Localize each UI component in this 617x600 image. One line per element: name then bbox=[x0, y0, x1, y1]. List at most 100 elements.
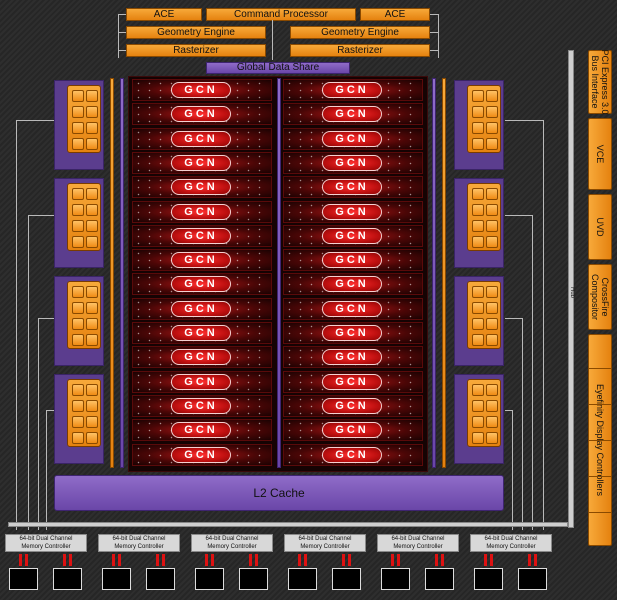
connector-line bbox=[272, 20, 273, 60]
gcn-compute-unit: GCN bbox=[283, 249, 423, 273]
memory-arrow bbox=[205, 554, 208, 566]
gcn-label: GCN bbox=[171, 203, 231, 220]
rop-unit bbox=[67, 85, 101, 153]
gcn-compute-unit: GCN bbox=[132, 346, 272, 370]
vce-block: VCE bbox=[588, 118, 612, 190]
rop-cell bbox=[486, 204, 498, 216]
gcn-compute-unit: GCN bbox=[283, 200, 423, 224]
memory-controller: 64-bit Dual Channel Memory Controller bbox=[191, 534, 273, 552]
memory-chip bbox=[195, 568, 224, 590]
gcn-label: GCN bbox=[322, 397, 382, 414]
connector-line bbox=[46, 410, 54, 411]
rop-cell bbox=[72, 106, 84, 118]
gcn-label: GCN bbox=[322, 252, 382, 269]
gcn-label: GCN bbox=[322, 130, 382, 147]
gcn-compute-unit: GCN bbox=[283, 103, 423, 127]
rop-cell bbox=[472, 400, 484, 412]
rop-cell bbox=[486, 334, 498, 346]
rop-cell bbox=[86, 236, 98, 248]
gcn-label: GCN bbox=[171, 446, 231, 463]
rop-unit bbox=[467, 281, 501, 349]
memory-chip bbox=[332, 568, 361, 590]
memory-chip bbox=[102, 568, 131, 590]
rop-unit bbox=[67, 379, 101, 447]
gcn-compute-unit: GCN bbox=[132, 419, 272, 443]
rop-cell bbox=[72, 302, 84, 314]
memory-chip bbox=[425, 568, 454, 590]
rop-cell bbox=[486, 138, 498, 150]
gcn-compute-unit: GCN bbox=[283, 346, 423, 370]
gcn-compute-unit: GCN bbox=[132, 322, 272, 345]
memory-arrow bbox=[162, 554, 165, 566]
render-backend-block bbox=[54, 276, 104, 366]
gcn-compute-unit: GCN bbox=[283, 419, 423, 443]
rop-cell bbox=[86, 400, 98, 412]
memory-arrow bbox=[528, 554, 531, 566]
memory-chip bbox=[474, 568, 503, 590]
scalar-bar-left bbox=[120, 78, 124, 468]
memory-arrow bbox=[69, 554, 72, 566]
gcn-compute-unit: GCN bbox=[283, 79, 423, 102]
gcn-compute-unit: GCN bbox=[283, 224, 423, 248]
rop-unit bbox=[467, 85, 501, 153]
rop-cell bbox=[472, 106, 484, 118]
memory-arrow bbox=[304, 554, 307, 566]
rop-cell bbox=[86, 416, 98, 428]
rop-cell bbox=[486, 400, 498, 412]
gcn-compute-unit: GCN bbox=[283, 273, 423, 297]
crossfire-label: CrossFire Compositor bbox=[590, 273, 610, 321]
rop-cell bbox=[472, 334, 484, 346]
display-divider bbox=[589, 404, 611, 405]
rop-cell bbox=[86, 286, 98, 298]
gcn-compute-unit: GCN bbox=[132, 297, 272, 321]
rop-cell bbox=[86, 384, 98, 396]
connector-line bbox=[16, 120, 17, 530]
memory-bus bbox=[8, 522, 568, 527]
rop-cell bbox=[472, 384, 484, 396]
memory-controller: 64-bit Dual Channel Memory Controller bbox=[377, 534, 459, 552]
memory-arrow bbox=[348, 554, 351, 566]
rop-cell bbox=[486, 416, 498, 428]
rop-cell bbox=[86, 302, 98, 314]
gcn-label: GCN bbox=[171, 422, 231, 439]
vce-label: VCE bbox=[595, 144, 605, 164]
memory-arrow bbox=[490, 554, 493, 566]
rop-cell bbox=[72, 122, 84, 134]
gcn-label: GCN bbox=[171, 252, 231, 269]
render-backend-block bbox=[454, 178, 504, 268]
memory-arrow bbox=[255, 554, 258, 566]
connector-line bbox=[430, 32, 438, 33]
gcn-compute-unit: GCN bbox=[132, 224, 272, 248]
memory-arrow bbox=[25, 554, 28, 566]
rop-cell bbox=[86, 106, 98, 118]
rop-cell bbox=[472, 302, 484, 314]
pcie-label: PCI Express 3.0 Bus Interface bbox=[590, 49, 610, 115]
gcn-compute-unit: GCN bbox=[132, 176, 272, 200]
gcn-compute-unit: GCN bbox=[283, 370, 423, 394]
rasterizer-left: Rasterizer bbox=[126, 44, 266, 57]
gcn-label: GCN bbox=[171, 349, 231, 366]
rop-cell bbox=[486, 432, 498, 444]
gcn-compute-unit: GCN bbox=[283, 297, 423, 321]
display-divider bbox=[589, 476, 611, 477]
rop-cell bbox=[86, 122, 98, 134]
gcn-label: GCN bbox=[322, 179, 382, 196]
gcn-label: GCN bbox=[322, 227, 382, 244]
gcn-label: GCN bbox=[322, 106, 382, 123]
rop-cell bbox=[486, 188, 498, 200]
rop-cell bbox=[86, 220, 98, 232]
render-backend-block bbox=[54, 374, 104, 464]
uvd-label: UVD bbox=[595, 217, 605, 237]
display-divider bbox=[589, 368, 611, 369]
rop-cell bbox=[486, 236, 498, 248]
memory-chip bbox=[239, 568, 268, 590]
rop-unit bbox=[467, 183, 501, 251]
render-backend-block bbox=[454, 374, 504, 464]
gcn-label: GCN bbox=[171, 397, 231, 414]
connector-line bbox=[505, 215, 532, 216]
gcn-compute-unit: GCN bbox=[132, 394, 272, 418]
memory-chip bbox=[518, 568, 547, 590]
connector-line bbox=[118, 32, 126, 33]
rop-unit bbox=[467, 379, 501, 447]
gcn-label: GCN bbox=[322, 300, 382, 317]
